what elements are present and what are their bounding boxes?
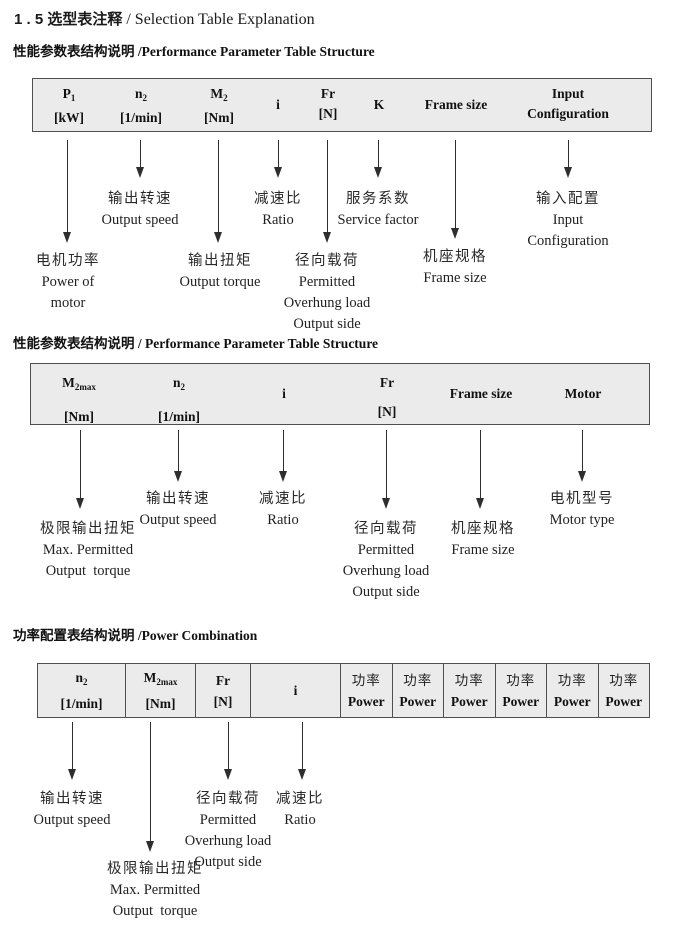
col-header-m2: M2 [Nm] [204, 86, 234, 125]
arrow-n2-to-output-speed [67, 722, 76, 780]
label-ratio: 减速比 Ratio [259, 491, 307, 528]
col-header-m2max: M2max [Nm] [126, 664, 196, 717]
col-header-power-1: 功率 Power [341, 664, 393, 717]
arrow-k-to-service-factor [373, 140, 382, 178]
page-title-en: / Selection Table Explanation [126, 11, 315, 28]
arrow-m2max-to-max-torque [75, 430, 84, 509]
arrow-input-to-input-config-label [563, 140, 572, 178]
label-max-output-torque: 极限输出扭矩 Max. Permitted Output torque [40, 521, 136, 579]
label-power-of-motor: 电机功率 Power of motor [36, 253, 100, 311]
arrow-motor-to-motor-type [577, 430, 586, 482]
arrow-frame-size-to-frame-size-label [475, 430, 484, 509]
label-ratio: 减速比 Ratio [276, 791, 324, 828]
label-input-configuration: 输入配置 Input Configuration [527, 191, 609, 249]
label-max-output-torque: 极限输出扭矩 Max. Permitted Output torque [107, 861, 203, 919]
arrow-n2-to-output-speed [135, 140, 144, 178]
label-overhung-load: 径向载荷 Permitted Overhung load Output side [342, 521, 430, 600]
label-motor-type: 电机型号 Motor type [549, 491, 615, 528]
col-header-i: i [276, 97, 280, 112]
col-header-frame-size: Frame size [424, 97, 488, 112]
col-header-power-5: 功率 Power [547, 664, 599, 717]
power-combination-table: n2 [1/min] M2max [Nm] Fr [N] i 功率 Power … [37, 663, 650, 718]
label-service-factor: 服务系数 Service factor [337, 191, 419, 228]
page-title: 1 . 5 选型表注释 / Selection Table Explanatio… [14, 8, 315, 29]
col-header-power-4: 功率 Power [496, 664, 547, 717]
col-header-motor: Motor [564, 386, 602, 401]
label-frame-size: 机座规格 Frame size [423, 249, 487, 286]
col-header-input-configuration: Input Configuration [527, 86, 609, 121]
col-header-m2max: M2max [Nm] [62, 375, 96, 424]
col-header-k: K [373, 97, 385, 112]
arrow-frame-size-to-frame-size-label [450, 140, 459, 239]
arrow-fr-to-overhung-load [322, 140, 331, 243]
col-header-fr: Fr [N] [318, 86, 338, 121]
arrow-i-to-ratio [278, 430, 287, 482]
label-output-speed: 输出转速 Output speed [101, 191, 179, 228]
col-header-frame-size: Frame size [449, 386, 513, 401]
col-header-n2: n2 [1/min] [38, 664, 126, 717]
arrow-i-to-ratio [297, 722, 306, 780]
col-header-n2: n2 [1/min] [120, 86, 162, 125]
col-header-fr: Fr [N] [196, 664, 251, 717]
col-header-power-2: 功率 Power [393, 664, 444, 717]
performance-table-1: P1 [kW] n2 [1/min] M2 [Nm] i Fr [N] K Fr… [32, 78, 652, 132]
section2-heading: 性能参数表结构说明 / Performance Parameter Table … [13, 336, 379, 351]
arrow-fr-to-overhung-load [381, 430, 390, 509]
label-ratio: 减速比 Ratio [254, 191, 302, 228]
arrow-n2-to-output-speed [173, 430, 182, 482]
col-header-power-6: 功率 Power [605, 672, 643, 709]
label-overhung-load: 径向载荷 Permitted Overhung load Output side [184, 791, 272, 870]
arrow-m2max-to-max-torque [145, 722, 154, 852]
performance-table-2: M2max [Nm] n2 [1/min] i Fr [N] Frame siz… [30, 363, 650, 425]
col-header-n2: n2 [1/min] [158, 375, 200, 424]
section3-heading: 功率配置表结构说明 /Power Combination [13, 628, 258, 643]
col-header-power-3: 功率 Power [444, 664, 496, 717]
label-output-torque: 输出扭矩 Output torque [179, 253, 261, 290]
page-title-zh: 1 . 5 选型表注释 [14, 11, 123, 28]
label-output-speed: 输出转速 Output speed [33, 791, 111, 828]
col-header-p1: P1 [kW] [54, 86, 84, 125]
arrow-m2-to-output-torque [213, 140, 222, 243]
section1-heading: 性能参数表结构说明 /Performance Parameter Table S… [13, 44, 375, 59]
label-output-speed: 输出转速 Output speed [139, 491, 217, 528]
col-header-fr: Fr [N] [377, 375, 397, 419]
col-header-i: i [251, 664, 341, 717]
label-overhung-load: 径向载荷 Permitted Overhung load Output side [283, 253, 371, 332]
arrow-p1-to-power-of-motor [62, 140, 71, 243]
arrow-fr-to-overhung-load [223, 722, 232, 780]
arrow-i-to-ratio [273, 140, 282, 178]
label-frame-size: 机座规格 Frame size [451, 521, 515, 558]
col-header-i: i [282, 386, 286, 401]
